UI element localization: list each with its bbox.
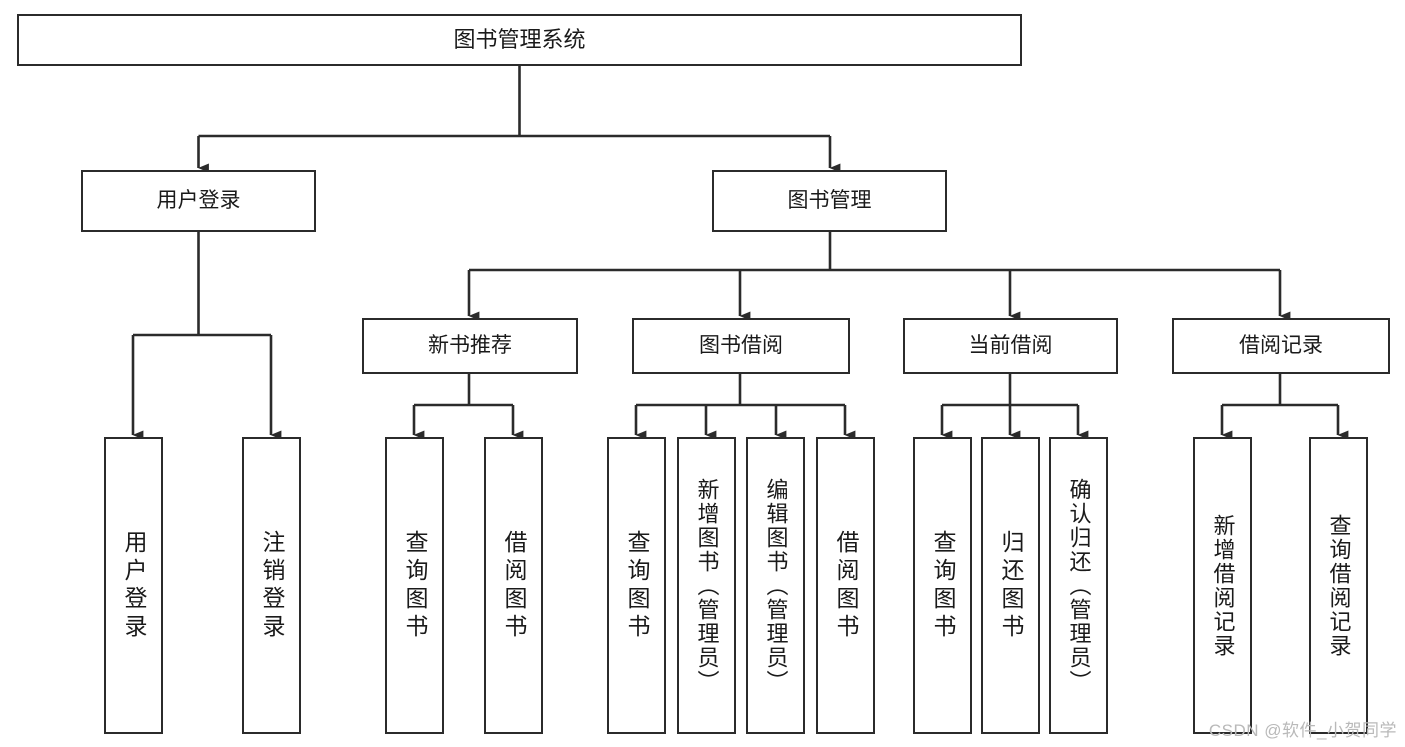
leaf-book-borrow-borrow-books[interactable]: 借阅图书 [816, 437, 875, 734]
leaf-borrow-record-query-record[interactable]: 查询借阅记录 [1309, 437, 1368, 734]
node-label: 注销登录 [259, 529, 285, 642]
leaf-user-login-login[interactable]: 用户登录 [104, 437, 163, 734]
node-label: 借阅记录 [1239, 333, 1323, 357]
node-book-management[interactable]: 图书管理 [712, 170, 947, 232]
node-label: 借阅图书 [501, 529, 527, 642]
node-label: 新增借阅记录 [1210, 513, 1236, 658]
node-label: 新增图书（管理员） [694, 477, 720, 694]
node-label: 借阅图书 [833, 529, 859, 642]
node-root-book-management-system[interactable]: 图书管理系统 [17, 14, 1022, 66]
leaf-book-borrow-edit-book-admin[interactable]: 编辑图书（管理员） [746, 437, 805, 734]
node-label: 图书管理 [787, 188, 872, 212]
leaf-current-borrow-query-books[interactable]: 查询图书 [913, 437, 972, 734]
leaf-user-login-logout[interactable]: 注销登录 [242, 437, 301, 734]
node-label: 查询图书 [402, 529, 428, 642]
node-label: 新书推荐 [428, 333, 512, 357]
leaf-current-borrow-return-books[interactable]: 归还图书 [981, 437, 1040, 734]
node-label: 图书管理系统 [453, 27, 586, 53]
node-label: 用户登录 [121, 529, 147, 642]
node-label: 查询图书 [624, 529, 650, 642]
node-borrowing-record[interactable]: 借阅记录 [1172, 318, 1390, 374]
node-label: 当前借阅 [968, 333, 1053, 357]
node-label: 查询图书 [930, 529, 956, 642]
node-label: 归还图书 [998, 529, 1024, 642]
node-label: 用户登录 [156, 188, 241, 212]
node-label: 查询借阅记录 [1326, 513, 1352, 658]
node-current-borrowing[interactable]: 当前借阅 [903, 318, 1118, 374]
leaf-book-borrow-query-books[interactable]: 查询图书 [607, 437, 666, 734]
node-new-book-recommendation[interactable]: 新书推荐 [362, 318, 578, 374]
leaf-book-borrow-add-book-admin[interactable]: 新增图书（管理员） [677, 437, 736, 734]
leaf-current-borrow-confirm-return-admin[interactable]: 确认归还（管理员） [1049, 437, 1108, 734]
leaf-new-book-query-books[interactable]: 查询图书 [385, 437, 444, 734]
csdn-watermark: CSDN @软件_小贺同学 [1208, 721, 1397, 740]
node-user-login[interactable]: 用户登录 [81, 170, 316, 232]
node-label: 图书借阅 [699, 333, 783, 357]
node-label: 编辑图书（管理员） [763, 477, 789, 694]
node-label: 确认归还（管理员） [1066, 477, 1092, 694]
leaf-new-book-borrow-books[interactable]: 借阅图书 [484, 437, 543, 734]
node-book-borrowing[interactable]: 图书借阅 [632, 318, 850, 374]
leaf-borrow-record-add-record[interactable]: 新增借阅记录 [1193, 437, 1252, 734]
